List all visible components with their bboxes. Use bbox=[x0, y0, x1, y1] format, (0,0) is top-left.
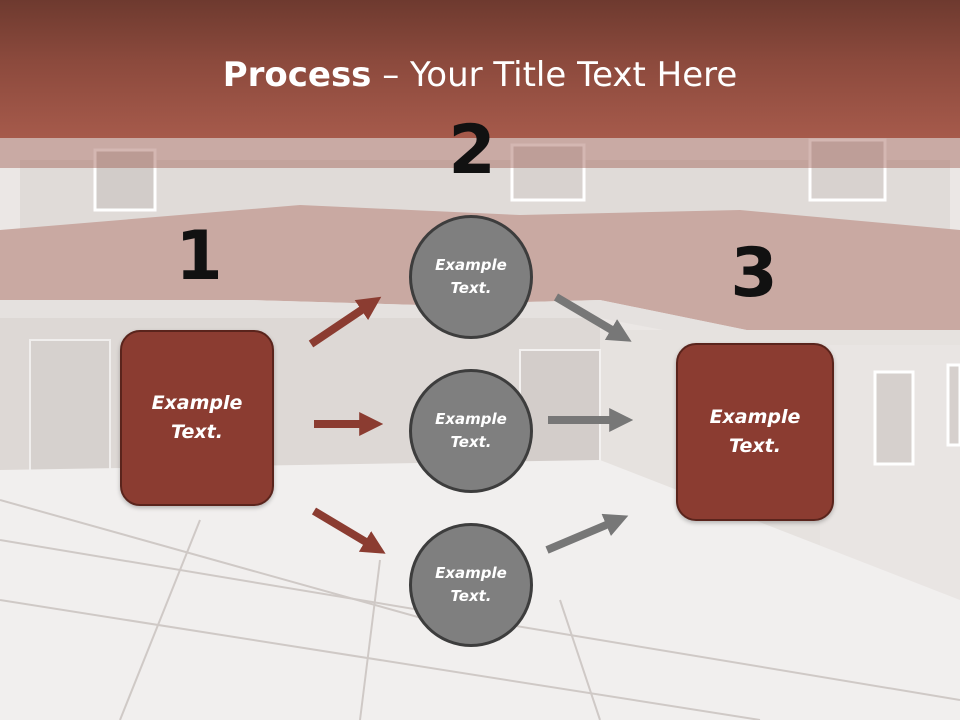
step-number-1: 1 bbox=[175, 217, 223, 296]
step-3-box: Example Text. bbox=[676, 343, 834, 521]
title-bar bbox=[0, 0, 960, 138]
arrow-2a-to-3 bbox=[553, 293, 632, 342]
step-2-circle-3-label: Example Text. bbox=[435, 564, 507, 605]
step-3-label: Example Text. bbox=[709, 406, 801, 457]
arrow-2c-to-3 bbox=[545, 513, 629, 554]
arrow-1-to-2c bbox=[311, 507, 386, 554]
step-number-2: 2 bbox=[448, 111, 496, 190]
step-2-circle-2: Example Text. bbox=[409, 369, 533, 493]
arrow-1-to-2a bbox=[308, 296, 382, 348]
title-rest: – Your Title Text Here bbox=[371, 55, 738, 95]
title-bar-shadow-band bbox=[0, 138, 960, 168]
step-2-circle-3: Example Text. bbox=[409, 523, 533, 647]
title-bold: Process bbox=[222, 55, 372, 95]
step-1-box: Example Text. bbox=[120, 330, 274, 506]
step-1-label: Example Text. bbox=[151, 392, 243, 443]
step-2-circle-1-label: Example Text. bbox=[435, 256, 507, 297]
step-2-circle-1: Example Text. bbox=[409, 215, 533, 339]
slide-title: Process – Your Title Text Here bbox=[0, 52, 960, 98]
step-number-3: 3 bbox=[730, 234, 778, 313]
step-2-circle-2-label: Example Text. bbox=[435, 410, 507, 451]
